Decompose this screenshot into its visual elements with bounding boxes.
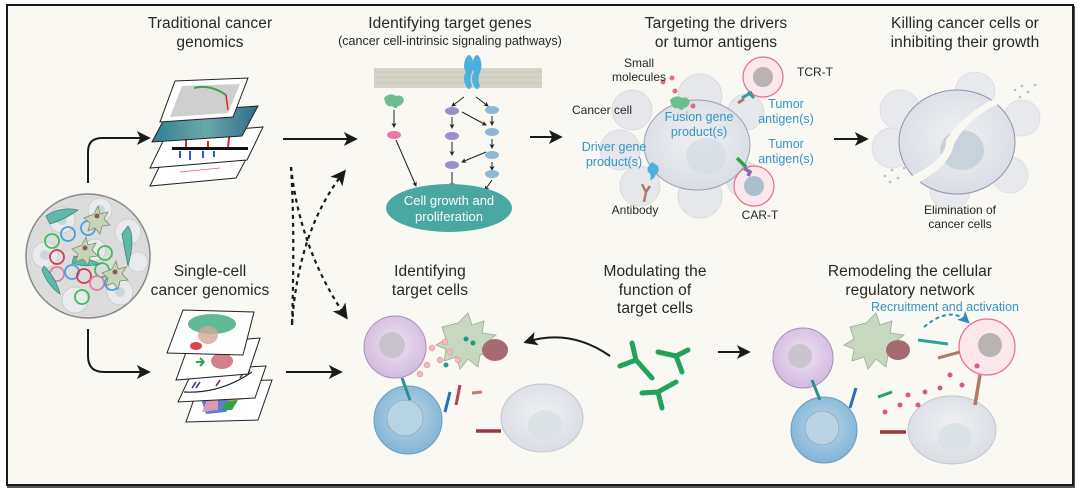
receptor-icon [464, 55, 482, 89]
eliminated-cancer-cell [871, 71, 1041, 211]
label-line: Cell growth and [403, 193, 495, 208]
label-line: molecules [611, 70, 667, 85]
therapeutic-antibodies [617, 340, 691, 411]
title-line: target cells [391, 281, 469, 299]
label-line: Elimination of [923, 203, 997, 217]
target-cells-title: Identifying target cells [370, 263, 490, 300]
targeted-cancer-cell [599, 56, 784, 219]
dashed-arrow-to-target-cells [289, 166, 348, 320]
subtitle: (cancer cell-intrinsic signaling pathway… [338, 33, 562, 48]
targeting-title: Targeting the drivers or tumor antigens [626, 15, 806, 52]
label-line: Driver gene [581, 140, 647, 154]
cell-growth-label: Cell growth and proliferation [386, 193, 512, 224]
label-line: Tumor [768, 137, 804, 151]
recruitment-annotation: Recruitment and activation [871, 300, 1019, 314]
fusion-protein-icon [384, 94, 404, 108]
label-line: proliferation [415, 208, 483, 224]
target-genes-title: Identifying target genes (cancer cell-in… [325, 15, 575, 49]
title-line: target cells [616, 300, 694, 318]
arrow-to-single-cell [87, 329, 151, 379]
title-line: Traditional cancer [147, 15, 273, 32]
title-line: regulatory network [845, 281, 975, 299]
tumor-tissue-sphere [25, 193, 151, 319]
driver-gene-label: Driver gene product(s) [574, 140, 654, 170]
label-line: Small [623, 56, 654, 70]
label-line: Tumor [768, 97, 804, 111]
title-line: Identifying [394, 263, 466, 280]
label-line: Fusion gene [664, 110, 734, 124]
signaling-pathway [374, 55, 542, 232]
label-line: product(s) [585, 155, 643, 169]
antibody-label: Antibody [611, 203, 659, 217]
target-cell-network [363, 312, 584, 455]
arrow-to-traditional [87, 131, 151, 183]
title-line: inhibiting their growth [890, 33, 1040, 51]
title-line: Single-cell [173, 263, 247, 280]
label-line: product(s) [670, 125, 728, 139]
title-line: Remodeling the cellular [827, 263, 993, 280]
fusion-gene-label: Fusion gene product(s) [658, 110, 740, 140]
tumor-antigen-label-b: Tumor antigen(s) [750, 137, 822, 167]
label-line: cancer cells [928, 217, 992, 232]
traditional-genomics-data-stack [149, 77, 264, 187]
elimination-caption: Elimination of cancer cells [900, 203, 1020, 232]
car-t-label: CAR-T [741, 208, 779, 222]
remodeled-network [772, 311, 1016, 465]
small-molecules-label: Small molecules [604, 56, 674, 85]
title-line: or tumor antigens [654, 33, 778, 51]
cell-growth-node [386, 184, 512, 232]
title-line: Identifying target genes [368, 15, 532, 32]
dashed-arrow-to-target-genes [290, 169, 346, 326]
title-line: cancer genomics [150, 281, 270, 299]
single-cell-genomics-title: Single-cell cancer genomics [130, 263, 290, 300]
single-cell-data-stack [166, 309, 273, 423]
title-line: function of [618, 281, 692, 299]
tcr-t-label: TCR-T [797, 65, 833, 79]
title-line: Targeting the drivers [644, 15, 788, 32]
title-line: Killing cancer cells or [891, 15, 1039, 32]
cancer-cell-label: Cancer cell [571, 103, 633, 117]
recruitment-arrow [923, 311, 970, 328]
title-line: genomics [176, 33, 244, 51]
modulating-title: Modulating the function of target cells [580, 263, 730, 319]
label-line: antigen(s) [758, 152, 814, 166]
arrow-antibody-to-target [523, 331, 611, 357]
label-line: antigen(s) [758, 112, 814, 126]
traditional-genomics-title: Traditional cancer genomics [130, 15, 290, 52]
dashed-line-traditional [289, 166, 295, 326]
title-line: Modulating the [603, 263, 707, 280]
remodeling-title: Remodeling the cellular regulatory netwo… [800, 263, 1020, 300]
killing-title: Killing cancer cells or inhibiting their… [865, 15, 1065, 52]
antibody-icon [640, 183, 652, 203]
tumor-antigen-label-a: Tumor antigen(s) [750, 97, 822, 127]
